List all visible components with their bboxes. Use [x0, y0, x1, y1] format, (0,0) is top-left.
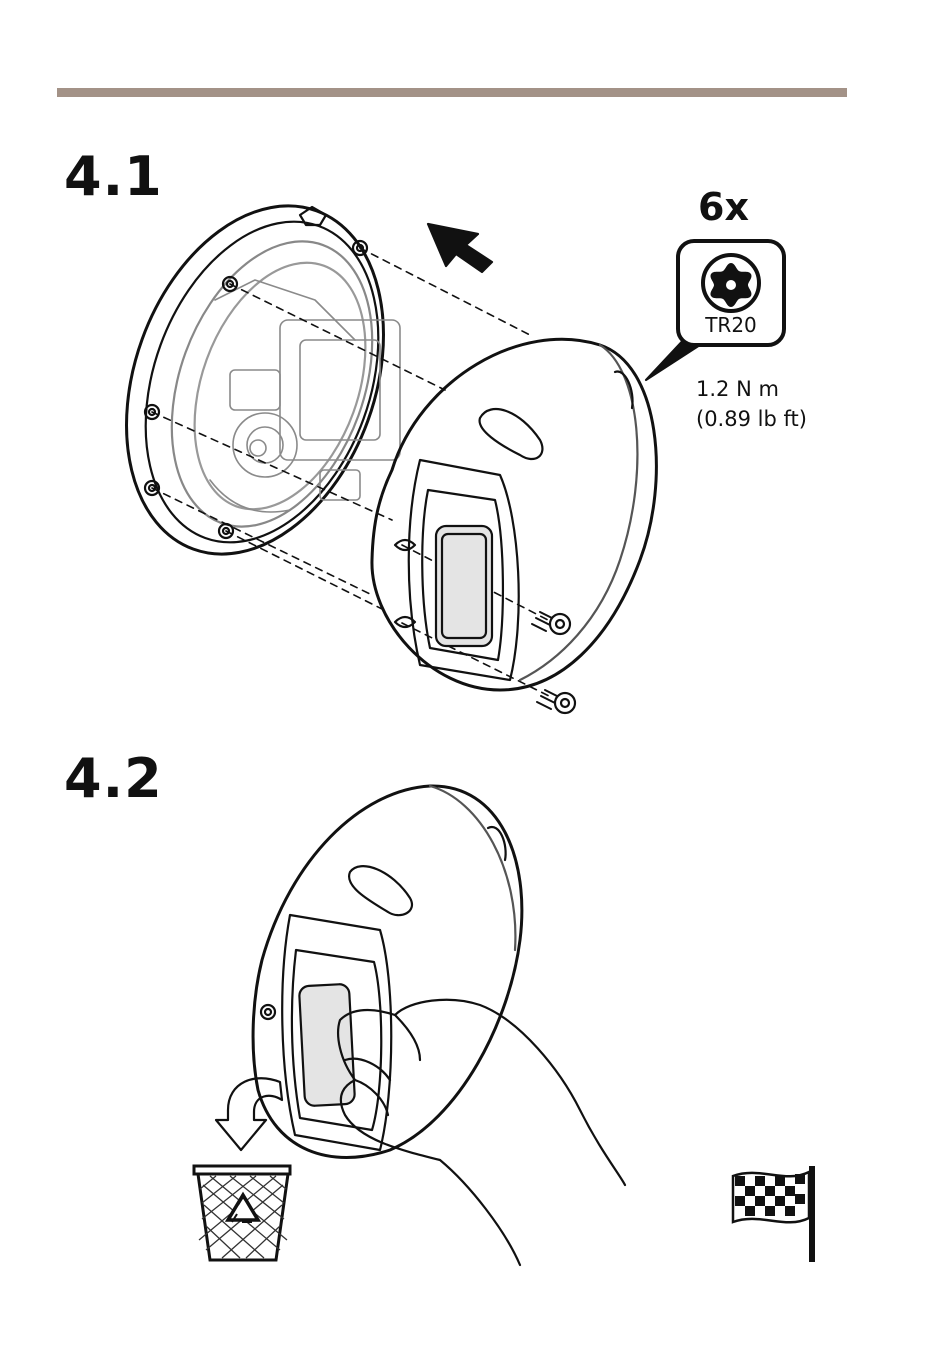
- torque-imperial: (0.89 lb ft): [696, 404, 807, 434]
- screw-quantity: 6x: [698, 188, 749, 226]
- tool-badge: TR20: [676, 239, 786, 347]
- recycle-bin-icon: [194, 1166, 290, 1260]
- checkered-flag-icon: [733, 1166, 815, 1262]
- dome-cover: [372, 339, 656, 690]
- direction-arrow-icon: [428, 224, 492, 272]
- tool-bit-label: TR20: [680, 313, 782, 337]
- screw: [532, 612, 570, 634]
- torque-spec: 1.2 N m (0.89 lb ft): [696, 374, 807, 434]
- torque-metric: 1.2 N m: [696, 374, 807, 404]
- dome-cover-step2: [253, 786, 522, 1158]
- curved-arrow-icon: [216, 1078, 282, 1150]
- torx-icon: [680, 245, 782, 315]
- camera-base: [81, 170, 430, 590]
